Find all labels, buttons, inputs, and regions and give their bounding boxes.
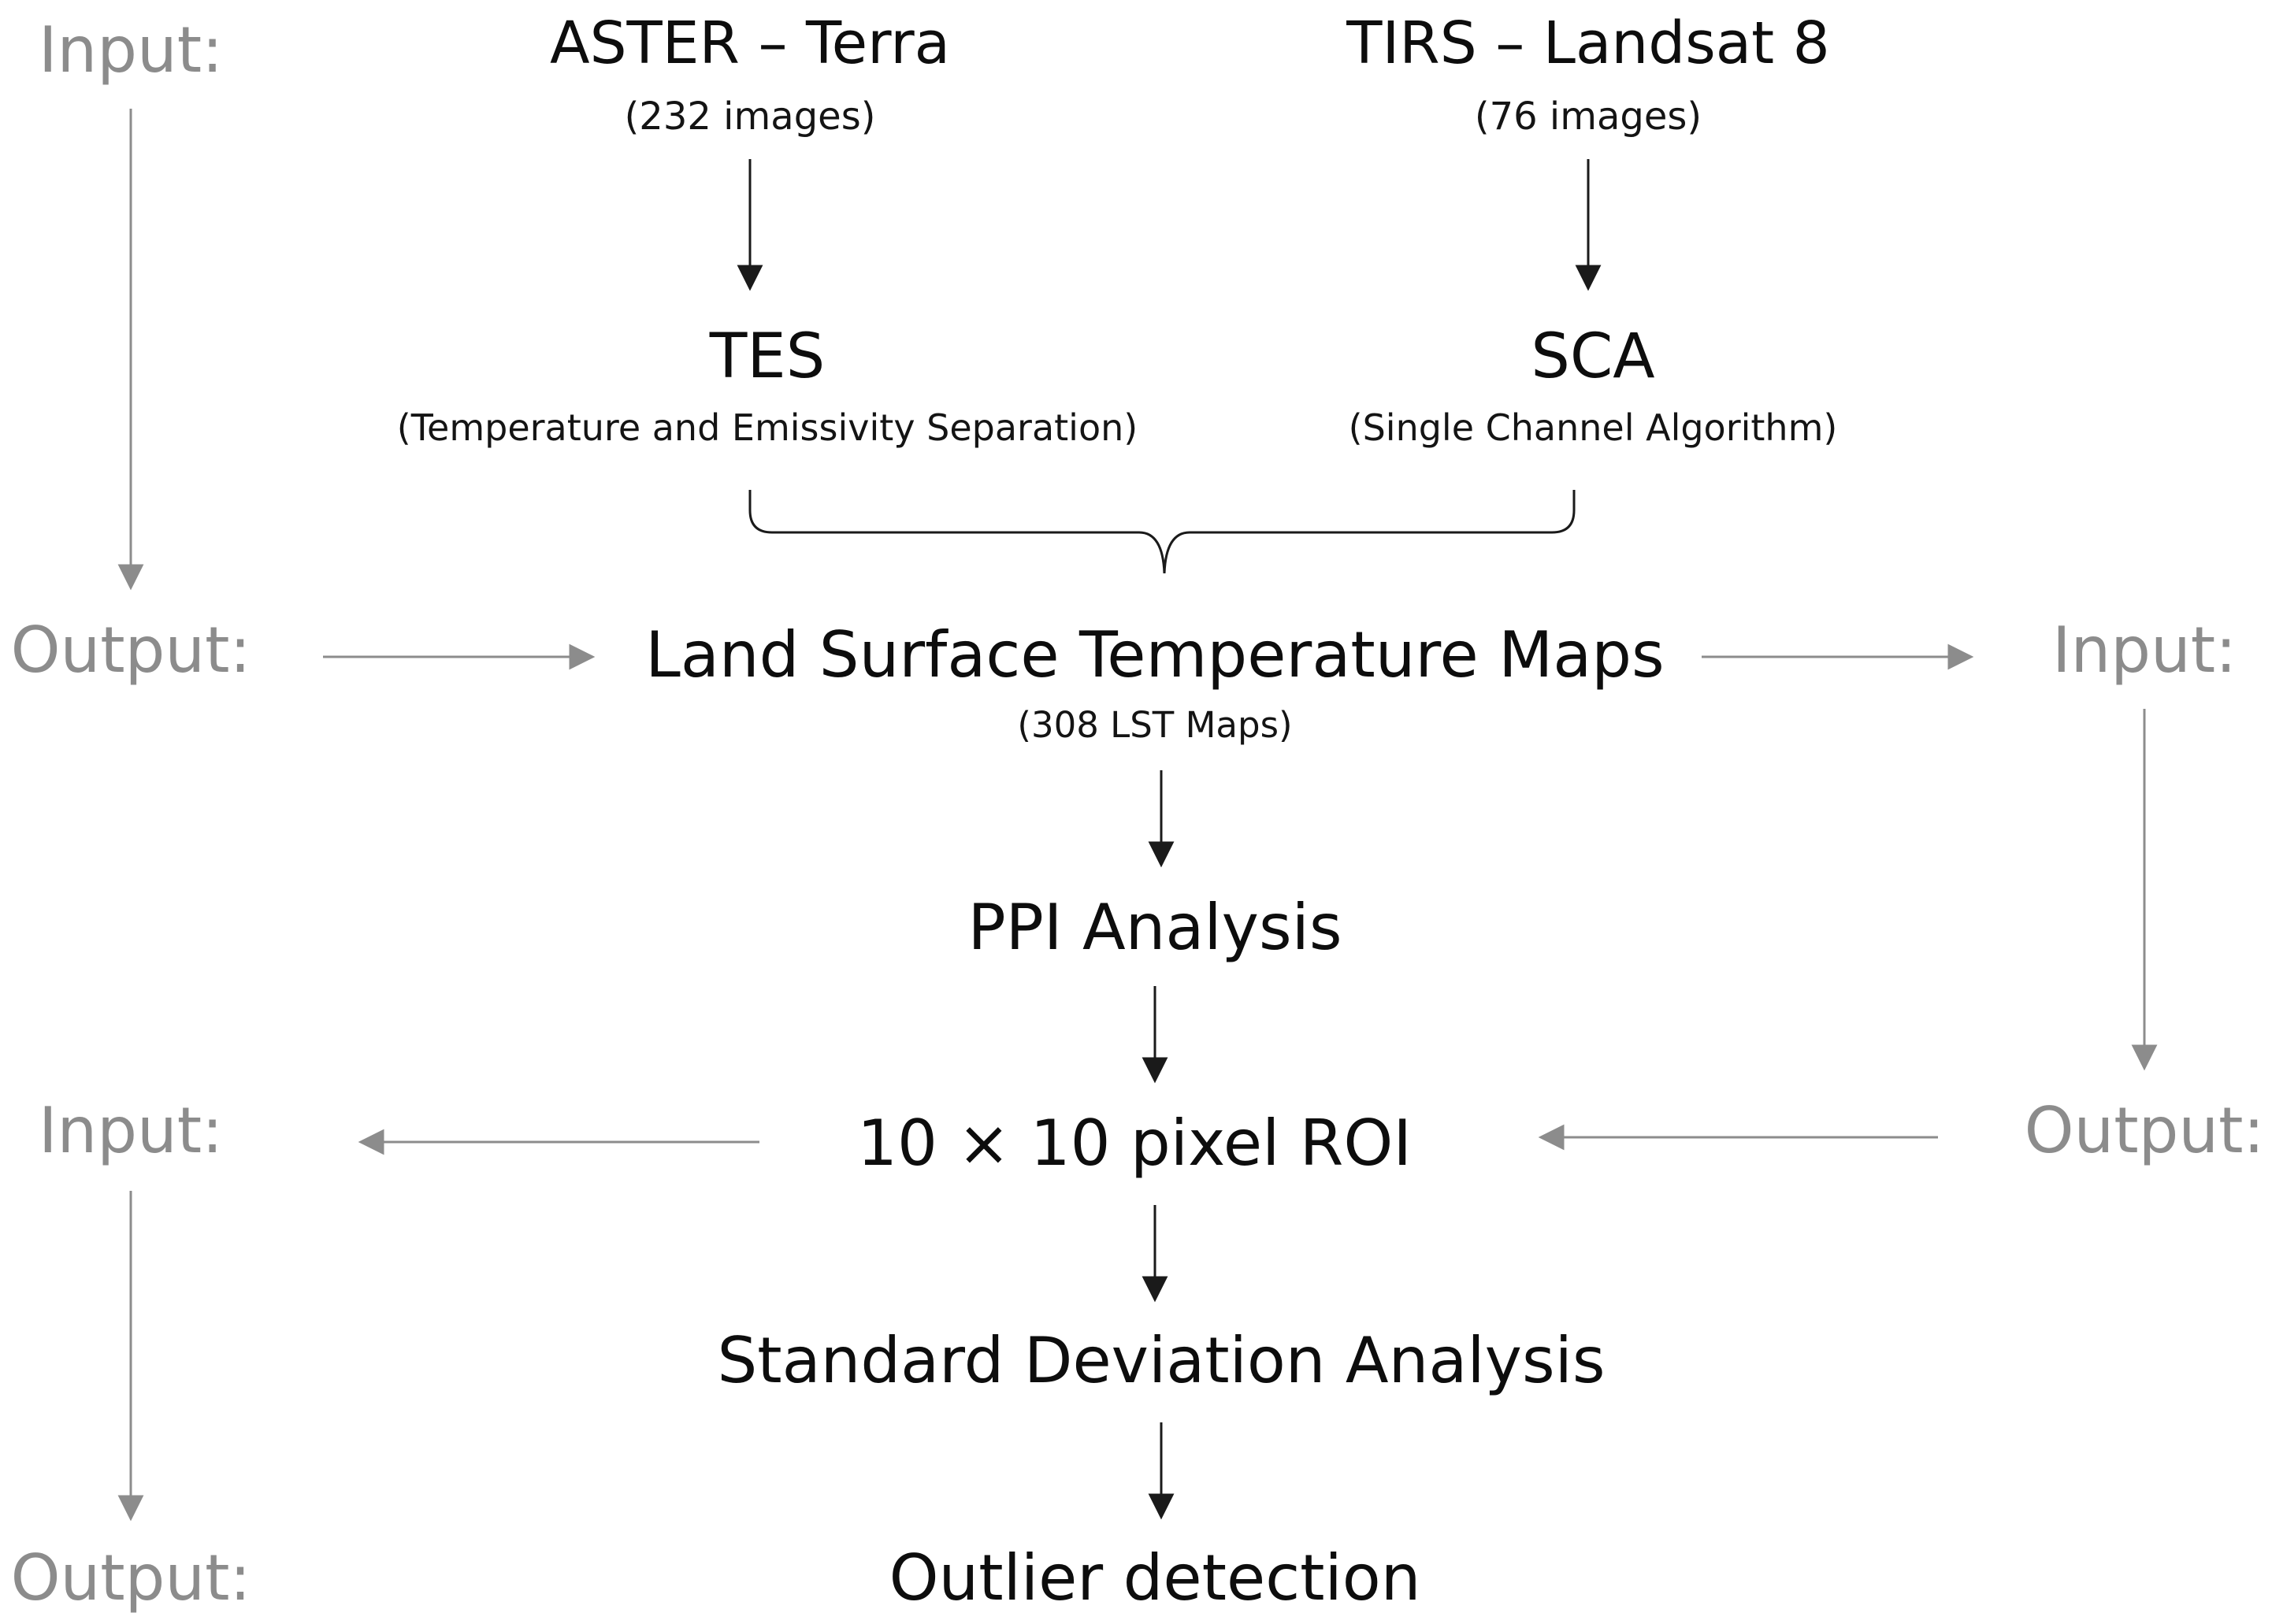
right-input-label: Input: bbox=[2051, 614, 2237, 687]
arrow-left-input-to-output bbox=[117, 109, 144, 591]
roi-step: 10 × 10 pixel ROI bbox=[857, 1107, 1412, 1180]
standard-deviation-step: Standard Deviation Analysis bbox=[717, 1324, 1606, 1397]
arrow-right-input-to-output bbox=[2131, 709, 2158, 1071]
ppi-analysis-step: PPI Analysis bbox=[967, 891, 1342, 964]
arrow-roi-to-std bbox=[1142, 1205, 1168, 1303]
left-top-output-label: Output: bbox=[10, 614, 251, 687]
left-bottom-input-label: Input: bbox=[38, 1094, 224, 1167]
main-arrows bbox=[737, 159, 1602, 1520]
tes-title: TES bbox=[709, 321, 826, 392]
arrow-tirs-to-sca bbox=[1575, 159, 1602, 291]
lst-maps-title: Land Surface Temperature Maps bbox=[645, 618, 1665, 691]
outlier-detection-step: Outlier detection bbox=[889, 1541, 1421, 1615]
merge-brace bbox=[748, 490, 1576, 574]
tirs-image-count: (76 images) bbox=[1474, 95, 1702, 139]
right-output-label: Output: bbox=[2024, 1094, 2265, 1167]
sca-title: SCA bbox=[1531, 321, 1655, 392]
arrow-output-to-lst bbox=[323, 643, 596, 670]
aster-image-count: (232 images) bbox=[624, 95, 876, 139]
side-arrows bbox=[117, 109, 2158, 1522]
tes-subtitle: (Temperature and Emissivity Separation) bbox=[396, 406, 1138, 449]
left-top-input-label: Input: bbox=[38, 13, 224, 87]
arrow-lst-to-ppi bbox=[1148, 770, 1175, 868]
left-bottom-output-label: Output: bbox=[10, 1541, 251, 1615]
tirs-landsat-title: TIRS – Landsat 8 bbox=[1346, 9, 1830, 77]
aster-terra-title: ASTER – Terra bbox=[549, 9, 951, 77]
arrow-left-bottom-input-to-output bbox=[117, 1191, 144, 1522]
arrow-roi-to-left-input bbox=[358, 1129, 759, 1155]
sca-subtitle: (Single Channel Algorithm) bbox=[1348, 406, 1838, 449]
arrow-lst-to-right-input bbox=[1702, 643, 1974, 670]
lst-maps-count: (308 LST Maps) bbox=[1017, 704, 1293, 746]
arrow-std-to-outlier bbox=[1148, 1422, 1175, 1520]
arrow-right-output-to-roi bbox=[1538, 1124, 1938, 1151]
arrow-ppi-to-roi bbox=[1142, 986, 1168, 1084]
arrow-aster-to-tes bbox=[737, 159, 763, 291]
